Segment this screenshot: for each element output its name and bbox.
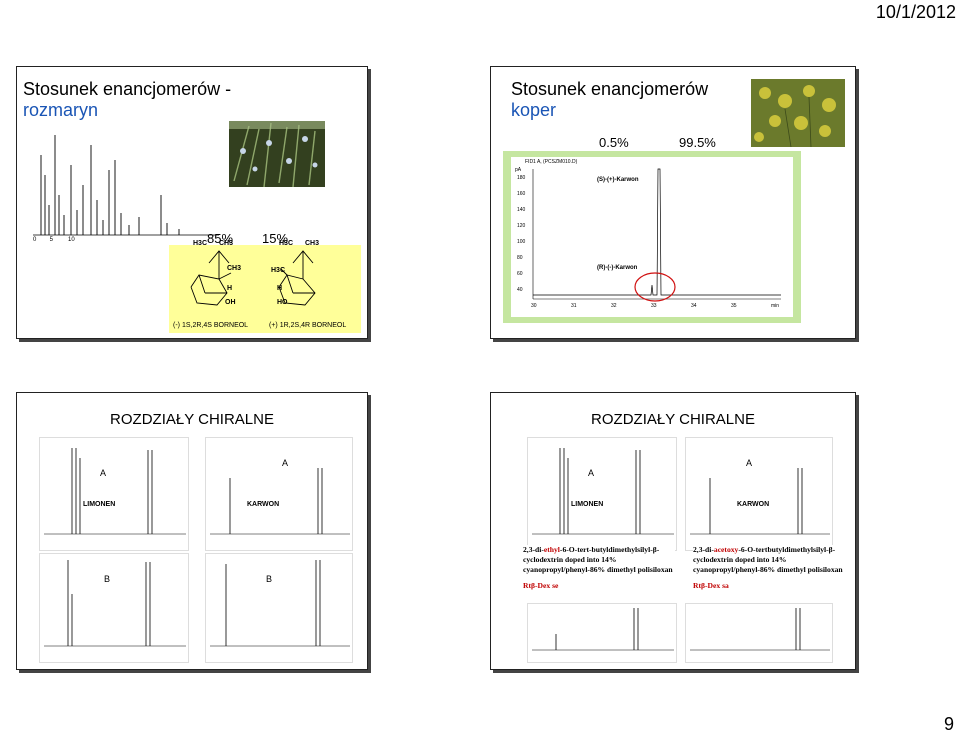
column-right-name: Rtβ-Dex sa [693,581,729,590]
desc-right-post: -6-O-tertbutyldimethylsilyl-β-cyclodextr… [693,545,843,574]
slide1-title-line1: Stosunek enancjomerów - [23,79,232,99]
chem-ch3-left-2: CH3 [227,265,242,272]
koper-chart-frame: FID1 A, (PCSZM010.D) pA 180 160 140 120 100 8… [503,151,801,323]
slide2-title-line2: koper [511,100,557,120]
panel-a-label: A [100,468,107,478]
desc-left-pre: 2,3-di- [523,545,544,554]
x-tick-label: 33 [651,303,657,309]
panel-b-label: B [104,574,111,584]
chem-h-right: H [277,285,283,292]
y-tick-label: 40 [517,287,523,293]
x-tick-label: 34 [691,303,697,309]
rosemary-photo [229,121,325,187]
column-desc-right: 2,3-di-acetoxy-6-O-tertbutyldimethylsily… [693,545,845,591]
desc-right-red: acetoxy [713,545,739,554]
chart-unit: pA [515,167,522,173]
limonen-chromatogram-b: B [39,553,189,663]
date: 10/1/2012 [875,2,956,22]
x-tick-label: 32 [611,303,617,309]
limonen-chromatogram-a2: A [527,437,677,551]
karwon-chromatogram-a2: A [685,437,833,551]
y-tick-label: 180 [517,175,526,181]
x-tick-label: 35 [731,303,737,309]
peak-s-karwon: (S)-(+)-Karwon [597,177,639,183]
y-tick-label: 120 [517,223,526,229]
limonen-tag: LIMONEN [83,501,116,508]
chem-h3c-left: H3C [193,240,208,247]
chart-header: FID1 A, (PCSZM010.D) [525,159,578,165]
slide-rozmaryn[interactable]: Stosunek enancjomerów - rozmaryn [16,66,368,339]
y-tick-label: 140 [517,207,526,213]
y-tick-label: 80 [517,255,523,261]
karwon-tag: KARWON [247,501,280,508]
slide4-title: ROZDZIAŁY CHIRALNE [591,411,755,428]
limonen-chromatogram-b2 [527,603,677,663]
chem-oh: OH [225,299,236,306]
slide1-title: Stosunek enancjomerów - rozmaryn [23,79,231,121]
chem-ch3-left: CH3 [219,240,234,247]
slide3-title: ROZDZIAŁY CHIRALNE [110,411,274,428]
peak-r-karwon: (R)-(-)-Karwon [597,265,638,271]
dill-photo [751,79,845,147]
panel-a-label-2: A [588,468,595,478]
karwon-chromatogram-b: B [205,553,353,663]
pct-0-5: 0.5% [599,135,629,150]
borneol-label-right: (+) 1R,2S,4R BORNEOL [269,322,347,329]
slide2-title-line1: Stosunek enancjomerów [511,79,709,99]
karwon-chromatogram-b2 [685,603,833,663]
panel-a-label-karwon: A [282,458,289,468]
desc-right-pre: 2,3-di- [693,545,714,554]
karwon-tag-2: KARWON [737,501,770,508]
column-left-name: Rtβ-Dex se [523,581,559,590]
slide-koper[interactable]: Stosunek enancjomerów koper 0.5% 99.5% F… [490,66,856,339]
page-number: 9 [943,714,954,734]
desc-left-red: ethyl [543,545,560,554]
chem-h3c-right: H3C [279,240,294,247]
desc-left-post: -6-O-tert-butyldimethylsilyl-β-cyclodext… [523,545,673,574]
karwon-chromatogram-a: A [205,437,353,551]
slide-chiral-1[interactable]: ROZDZIAŁY CHIRALNE A LIMONEN A KARWON [16,392,368,670]
borneol-label-left: (-) 1S,2R,4S BORNEOL [173,322,249,329]
rosemary-chromatogram: 0 5 10 [33,135,219,243]
borneol-structures-panel: H3C CH3 CH3 H OH H3C CH3 H3C H HO (-) 1S… [169,240,361,333]
x-tick-label: 30 [531,303,537,309]
slide2-title: Stosunek enancjomerów koper [511,79,708,121]
y-tick-label: 100 [517,239,526,245]
pct-85: 85% [207,231,234,246]
panel-b-label-karwon: B [266,574,273,584]
pct-99-5: 99.5% [679,135,716,150]
koper-chromatogram: FID1 A, (PCSZM010.D) pA 180 160 140 120 100 8… [511,157,793,317]
panel-a-label-karwon-2: A [746,458,753,468]
chem-h-left: H [227,285,233,292]
column-desc-left: 2,3-di-ethyl-6-O-tert-butyldimethylsilyl… [523,545,675,591]
chem-ho: HO [277,299,288,306]
y-tick-label: 160 [517,191,526,197]
chem-ch3-right: CH3 [305,240,320,247]
limonen-tag-2: LIMONEN [571,501,604,508]
limonen-chromatogram-a: A [39,437,189,551]
x-tick-label: 31 [571,303,577,309]
x-tick-label: min [771,303,780,309]
chem-h3c-right-2: H3C [271,267,286,274]
slide-chiral-2[interactable]: ROZDZIAŁY CHIRALNE A LIMONEN A KARWON 2,… [490,392,856,670]
slide1-title-line2: rozmaryn [23,100,99,120]
y-tick-label: 60 [517,271,523,277]
pct-15: 15% [262,231,289,246]
